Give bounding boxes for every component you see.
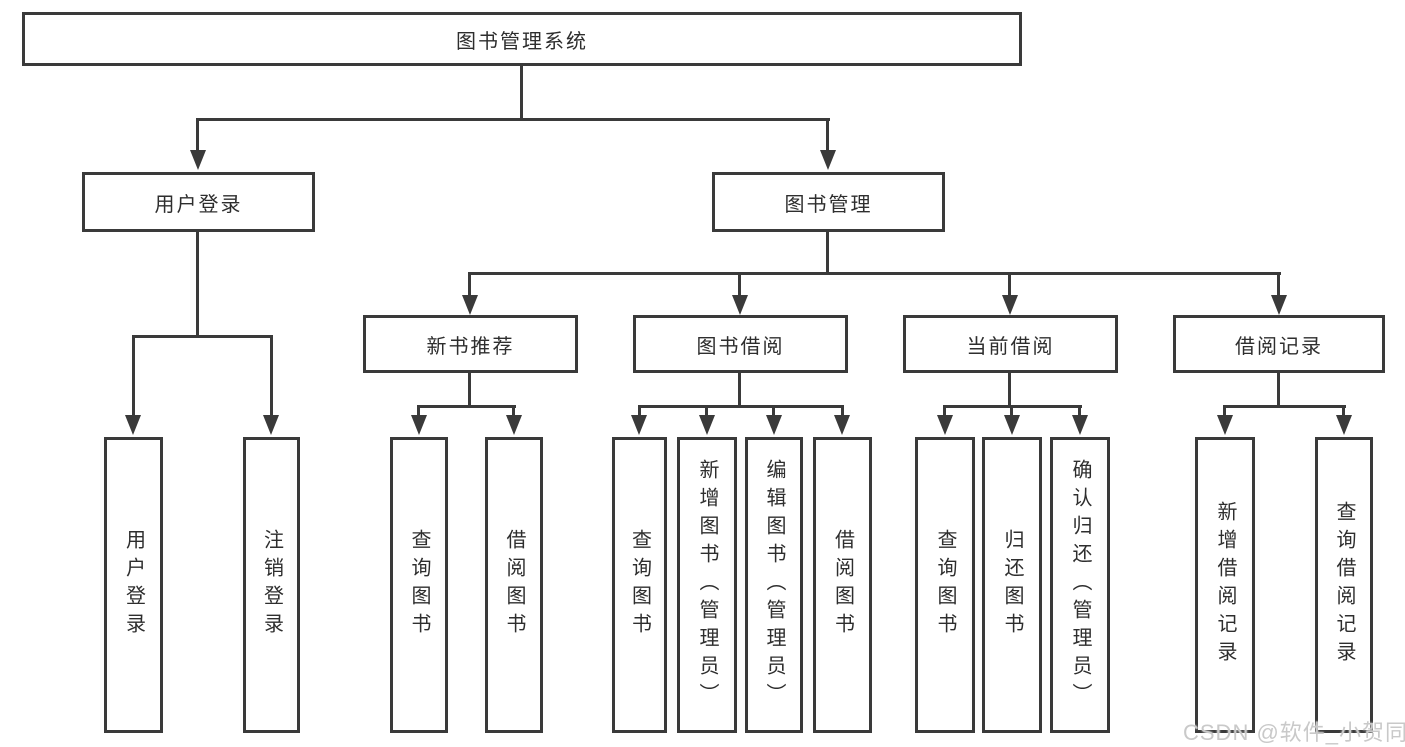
connector-drop — [841, 405, 844, 417]
arrow-down-icon — [766, 415, 782, 435]
connector-user-login-stem — [196, 232, 199, 338]
connector-root-stem — [520, 66, 523, 121]
node-label: 新书推荐 — [426, 335, 515, 358]
arrow-down-icon — [462, 295, 478, 315]
node-current-borrow: 当前借阅 — [903, 315, 1118, 373]
arrow-down-icon — [506, 415, 522, 435]
node-label: 当前借阅 — [966, 335, 1055, 358]
connector-book-management-stem — [826, 232, 829, 275]
connector-drop — [132, 335, 135, 417]
node-label: 图书借阅 — [696, 335, 785, 358]
arrow-down-icon — [631, 415, 647, 435]
node-book-borrow: 图书借阅 — [633, 315, 848, 373]
arrow-down-icon — [263, 415, 279, 435]
leaf-label: 新增借阅记录 — [1214, 501, 1236, 669]
node-new-book-recommend: 新书推荐 — [363, 315, 578, 373]
connector-drop — [1078, 405, 1081, 417]
leaf-label: 查询图书 — [408, 529, 430, 641]
arrow-down-icon — [190, 150, 206, 170]
connector-book-borrow-rail — [638, 405, 844, 408]
leaf-label: 新增图书（管理员） — [696, 459, 718, 711]
connector-borrow-record-stem — [1277, 373, 1280, 408]
leaf-borrow-books-recommend: 借阅图书 — [485, 437, 543, 733]
connector-drop — [943, 405, 946, 417]
leaf-query-books-current: 查询图书 — [915, 437, 975, 733]
connector-drop — [738, 272, 741, 297]
connector-drop — [1008, 272, 1011, 297]
connector-drop — [270, 335, 273, 417]
leaf-label: 查询图书 — [934, 529, 956, 641]
arrow-down-icon — [1217, 415, 1233, 435]
leaf-label: 查询借阅记录 — [1333, 501, 1355, 669]
connector-drop — [196, 118, 199, 152]
connector-drop — [1277, 272, 1280, 297]
arrow-down-icon — [1002, 295, 1018, 315]
arrow-down-icon — [699, 415, 715, 435]
leaf-borrow-books: 借阅图书 — [813, 437, 872, 733]
leaf-add-borrow-record: 新增借阅记录 — [1195, 437, 1255, 733]
connector-drop — [826, 118, 829, 152]
connector-drop — [468, 272, 471, 297]
arrow-down-icon — [820, 150, 836, 170]
node-label: 借阅记录 — [1235, 335, 1323, 358]
leaf-query-borrow-record: 查询借阅记录 — [1315, 437, 1373, 733]
connector-borrow-record-rail — [1223, 405, 1346, 408]
leaf-label: 注销登录 — [260, 529, 283, 641]
leaf-confirm-return-admin: 确认归还（管理员） — [1050, 437, 1110, 733]
leaf-label: 查询图书 — [628, 529, 651, 641]
connector-level1-rail — [196, 118, 830, 121]
leaf-add-books-admin: 新增图书（管理员） — [677, 437, 737, 733]
arrow-down-icon — [1271, 295, 1287, 315]
csdn-watermark: CSDN @软件_小贺同学 — [1183, 720, 1405, 745]
leaf-label: 借阅图书 — [831, 529, 854, 641]
connector-drop — [638, 405, 641, 417]
connector-drop — [1223, 405, 1226, 417]
leaf-return-books: 归还图书 — [982, 437, 1042, 733]
leaf-label: 用户登录 — [122, 529, 145, 641]
leaf-edit-books-admin: 编辑图书（管理员） — [745, 437, 803, 733]
arrow-down-icon — [1004, 415, 1020, 435]
node-book-management: 图书管理 — [712, 172, 945, 232]
leaf-label: 确认归还（管理员） — [1069, 459, 1091, 711]
leaf-logout: 注销登录 — [243, 437, 300, 733]
arrow-down-icon — [125, 415, 141, 435]
leaf-query-books-borrow: 查询图书 — [612, 437, 667, 733]
node-label: 图书管理系统 — [456, 30, 588, 53]
node-borrow-record: 借阅记录 — [1173, 315, 1385, 373]
connector-drop — [1342, 405, 1345, 417]
arrow-down-icon — [732, 295, 748, 315]
connector-drop — [772, 405, 775, 417]
node-book-management-system: 图书管理系统 — [22, 12, 1022, 66]
leaf-label: 归还图书 — [1001, 529, 1023, 641]
connector-book-management-rail — [468, 272, 1281, 275]
connector-new-book-stem — [468, 373, 471, 408]
arrow-down-icon — [1072, 415, 1088, 435]
connector-book-borrow-stem — [738, 373, 741, 408]
node-user-login: 用户登录 — [82, 172, 315, 232]
node-label: 用户登录 — [154, 193, 243, 216]
arrow-down-icon — [411, 415, 427, 435]
leaf-label: 编辑图书（管理员） — [763, 459, 785, 711]
node-label: 图书管理 — [784, 193, 873, 216]
connector-current-borrow-stem — [1008, 373, 1011, 408]
connector-drop — [1010, 405, 1013, 417]
connector-user-login-rail — [132, 335, 273, 338]
connector-drop — [417, 405, 420, 417]
arrow-down-icon — [937, 415, 953, 435]
connector-drop — [512, 405, 515, 417]
connector-new-book-rail — [417, 405, 516, 408]
leaf-query-books-recommend: 查询图书 — [390, 437, 448, 733]
connector-drop — [705, 405, 708, 417]
arrow-down-icon — [834, 415, 850, 435]
leaf-label: 借阅图书 — [503, 529, 525, 641]
arrow-down-icon — [1336, 415, 1352, 435]
leaf-user-login: 用户登录 — [104, 437, 163, 733]
